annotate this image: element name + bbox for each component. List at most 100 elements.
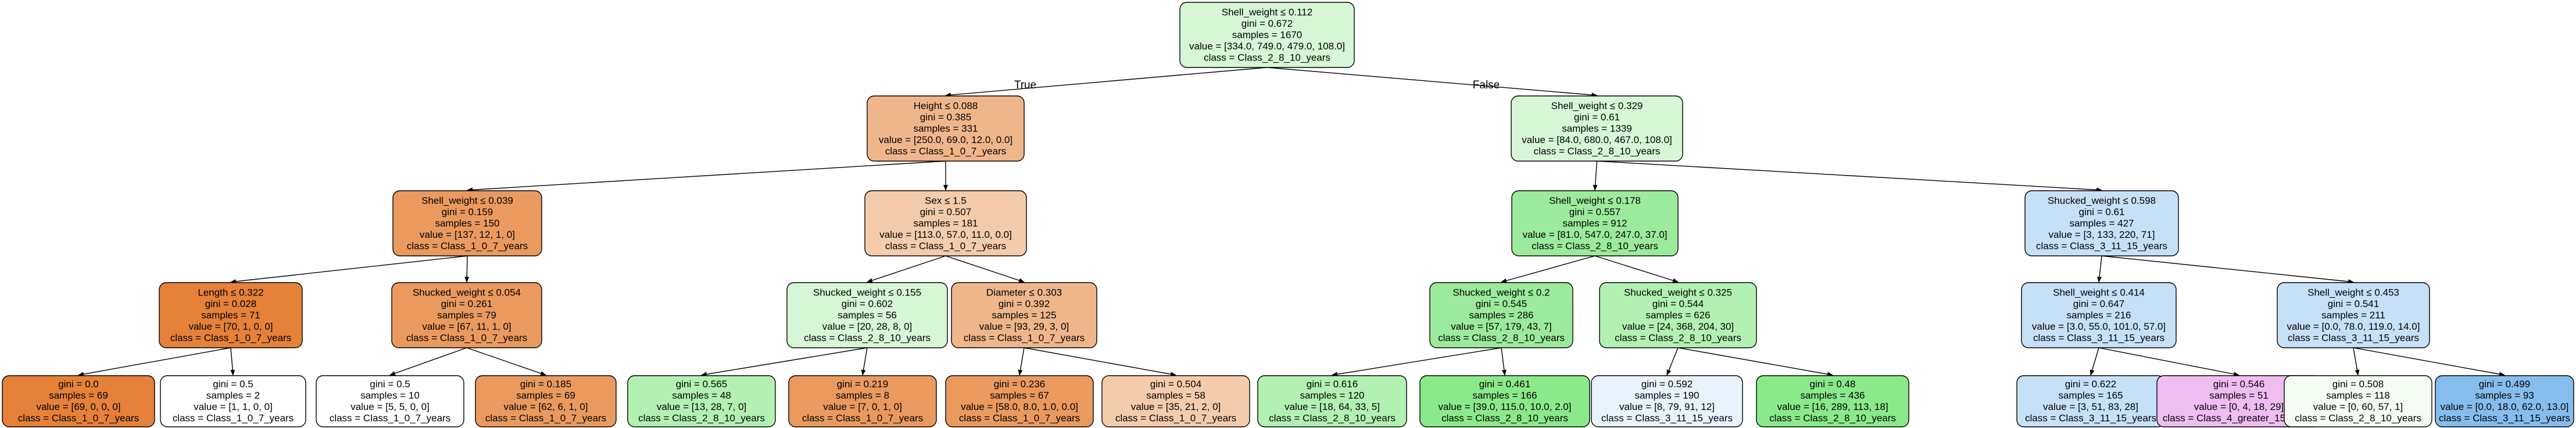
node-box [1599, 282, 1757, 348]
node-line: Shell_weight ≤ 0.329 [1551, 100, 1643, 111]
node-box [2024, 190, 2179, 256]
node-line: samples = 8 [836, 390, 889, 401]
node-line: gini = 0.545 [1476, 298, 1527, 309]
node-line: value = [70, 1, 0, 0] [188, 321, 273, 332]
node-line: class = Class_1_0_7_years [330, 413, 450, 424]
node-line: gini = 0.546 [2213, 379, 2264, 390]
node-line: class = Class_1_0_7_years [173, 413, 294, 424]
node-line: samples = 125 [992, 309, 1056, 320]
node-line: value = [58.0, 8.0, 1.0, 0.0] [961, 401, 1078, 412]
node-box [2021, 282, 2177, 348]
node-line: Shucked_weight ≤ 0.2 [1452, 287, 1550, 298]
edge-n12-n25 [1666, 347, 1679, 376]
node-line: class = Class_2_8_10_years [1769, 413, 1896, 424]
node-line: value = [0, 4, 18, 29] [2194, 401, 2284, 412]
node-line: gini = 0.61 [1574, 112, 1620, 123]
node-line: value = [35, 21, 2, 0] [1131, 401, 1221, 412]
node-line: gini = 0.61 [2079, 206, 2125, 217]
node-box [1511, 95, 1683, 162]
node-line: samples = 67 [990, 390, 1049, 401]
node-line: value = [3.0, 55.0, 101.0, 57.0] [2032, 321, 2166, 332]
node-box [1419, 375, 1590, 427]
node-box [475, 375, 617, 427]
node-line: gini = 0.565 [676, 379, 727, 390]
node-box [1101, 375, 1250, 427]
node-line: value = [0, 60, 57, 1] [2313, 401, 2403, 412]
edge-n14-n29 [2353, 347, 2360, 376]
node-line: gini = 0.592 [1641, 379, 1693, 390]
edge-n1-n3 [467, 160, 946, 192]
node-line: samples = 93 [2475, 390, 2534, 401]
node-box [1511, 190, 1679, 256]
node-line: Length ≤ 0.322 [198, 287, 263, 298]
node-box [160, 375, 306, 427]
node-line: Shell_weight ≤ 0.178 [1549, 195, 1641, 206]
node-line: gini = 0.5 [213, 379, 253, 390]
node-line: samples = 48 [672, 390, 731, 401]
node-box [159, 282, 303, 348]
node-line: Diameter ≤ 0.303 [986, 287, 1062, 298]
node-line: class = Class_2_8_10_years [1532, 240, 1658, 251]
node-box [951, 282, 1097, 348]
edges-layer [78, 67, 2505, 377]
node-box [1756, 375, 1909, 427]
node-line: samples = 211 [2321, 309, 2385, 320]
node-line: value = [67, 11, 1, 0] [422, 321, 511, 332]
node-line: value = [24, 368, 204, 30] [1622, 321, 1734, 332]
node-line: Shell_weight ≤ 0.112 [1222, 6, 1312, 17]
node-box [391, 282, 542, 348]
node-box [2277, 282, 2430, 348]
node-line: value = [250.0, 69.0, 12.0, 0.0] [879, 134, 1012, 145]
node-line: samples = 150 [435, 217, 499, 229]
node-line: Shell_weight ≤ 0.414 [2053, 287, 2145, 298]
edge-n8-n17 [389, 347, 467, 376]
node-line: samples = 626 [1645, 309, 1710, 320]
node-line: samples = 166 [1472, 390, 1537, 401]
node-line: samples = 120 [1300, 390, 1364, 401]
node-line: gini = 0.507 [920, 206, 971, 217]
node-box [627, 375, 776, 427]
edge-label-false: False [1473, 79, 1500, 91]
node-box [316, 375, 464, 427]
node-box [788, 375, 937, 427]
node-line: class = Class_1_0_7_years [406, 332, 527, 343]
node-line: value = [81.0, 547.0, 247.0, 37.0] [1522, 229, 1667, 240]
node-line: gini = 0.557 [1569, 206, 1620, 217]
node-box [392, 190, 542, 256]
node-box [1591, 375, 1743, 427]
node-line: class = Class_3_11_15_years [2288, 332, 2419, 343]
node-line: Shell_weight ≤ 0.039 [421, 195, 513, 206]
edge-n9-n19 [701, 347, 868, 377]
edge-n5-n11 [1501, 255, 1595, 283]
edge-n13-n28 [2098, 347, 2239, 377]
node-line: class = Class_2_8_10_years [1204, 52, 1330, 63]
node-line: class = Class_1_0_7_years [959, 413, 1080, 424]
node-line: class = Class_1_0_7_years [407, 240, 528, 251]
edge-n2-n5 [1593, 160, 1598, 191]
node-line: value = [137, 12, 1, 0] [420, 229, 515, 240]
node-line: class = Class_2_8_10_years [804, 332, 931, 343]
node-line: samples = 436 [1800, 390, 1865, 401]
edge-n10-n22 [1024, 347, 1176, 377]
node-line: samples = 181 [913, 217, 978, 229]
node-line: gini = 0.504 [1150, 379, 1201, 390]
edge-n5-n12 [1594, 255, 1679, 283]
node-line: value = [8, 79, 91, 12] [1619, 401, 1715, 412]
node-line: gini = 0.48 [1810, 379, 1856, 390]
node-line: class = Class_2_8_10_years [1534, 145, 1661, 156]
node-line: gini = 0.541 [2328, 298, 2379, 309]
